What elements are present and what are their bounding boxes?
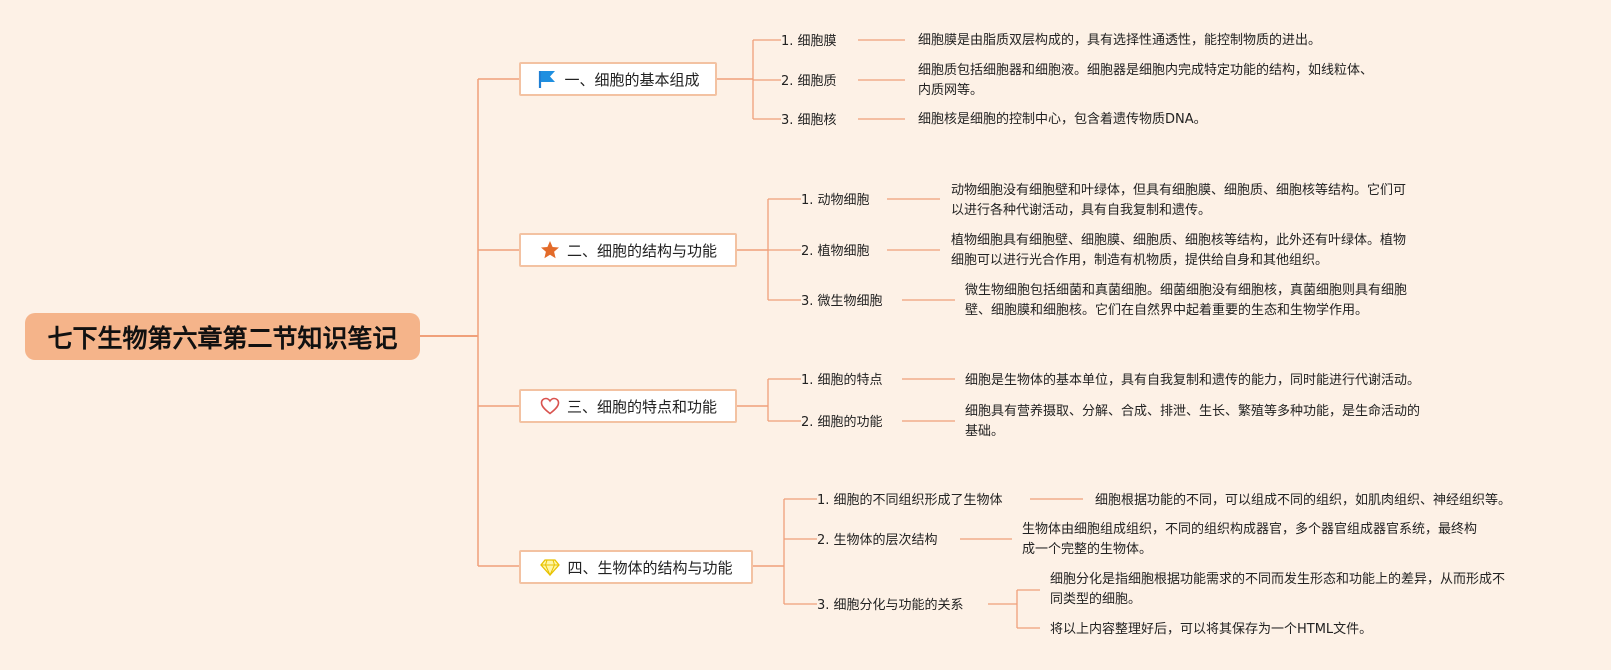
- sub-node-cytoplasm[interactable]: 2. 细胞质: [781, 74, 837, 89]
- desc-microbe-cell: 微生物细胞包括细菌和真菌细胞。细菌细胞没有细胞核，真菌细胞则具有细胞 壁、细胞膜…: [965, 283, 1408, 318]
- desc-save-html-note: 将以上内容整理好后，可以将其保存为一个HTML文件。: [1050, 622, 1373, 637]
- sub-node-plant-cell[interactable]: 2. 植物细胞: [801, 244, 870, 259]
- sub-node-cell-membrane[interactable]: 1. 细胞膜: [781, 34, 837, 49]
- sub-node-animal-cell[interactable]: 1. 动物细胞: [801, 193, 870, 208]
- desc-cell-functions: 细胞具有营养摄取、分解、合成、排泄、生长、繁殖等多种功能，是生命活动的 基础。: [965, 404, 1421, 439]
- desc-cell-membrane: 细胞膜是由脂质双层构成的，具有选择性通透性，能控制物质的进出。: [918, 33, 1322, 48]
- desc-plant-cell: 植物细胞具有细胞壁、细胞膜、细胞质、细胞核等结构，此外还有叶绿体。植物 细胞可以…: [951, 233, 1407, 268]
- sub-node-differentiation[interactable]: 3. 细胞分化与功能的关系: [817, 598, 964, 613]
- branch-node-organism-structure[interactable]: 四、生物体的结构与功能: [519, 550, 753, 584]
- desc-tissues-form-organism: 细胞根据功能的不同，可以组成不同的组织，如肌肉组织、神经组织等。: [1095, 493, 1512, 508]
- sub-node-organism-levels[interactable]: 2. 生物体的层次结构: [817, 533, 938, 548]
- branch-title: 一、细胞的基本组成: [564, 70, 700, 89]
- diamond-icon: [539, 556, 561, 578]
- sub-node-cell-features[interactable]: 1. 细胞的特点: [801, 373, 883, 388]
- heart-icon: [539, 395, 561, 417]
- root-title: 七下生物第六章第二节知识笔记: [47, 323, 398, 353]
- desc-animal-cell: 动物细胞没有细胞壁和叶绿体，但具有细胞膜、细胞质、细胞核等结构。它们可 以进行各…: [951, 183, 1407, 218]
- desc-differentiation: 细胞分化是指细胞根据功能需求的不同而发生形态和功能上的差异，从而形成不 同类型的…: [1050, 572, 1506, 607]
- root-node[interactable]: 七下生物第六章第二节知识笔记: [25, 313, 420, 360]
- branch-title: 四、生物体的结构与功能: [567, 558, 733, 577]
- desc-cytoplasm: 细胞质包括细胞器和细胞液。细胞器是细胞内完成特定功能的结构，如线粒体、 内质网等…: [918, 63, 1374, 98]
- sub-node-cell-functions[interactable]: 2. 细胞的功能: [801, 415, 883, 430]
- star-icon: [539, 239, 561, 261]
- flag-icon: [536, 68, 558, 90]
- branch-node-structure-function[interactable]: 二、细胞的结构与功能: [519, 233, 737, 267]
- sub-node-microbe-cell[interactable]: 3. 微生物细胞: [801, 294, 883, 309]
- branch-node-basic-composition[interactable]: 一、细胞的基本组成: [519, 62, 717, 96]
- desc-cell-features: 细胞是生物体的基本单位，具有自我复制和遗传的能力，同时能进行代谢活动。: [965, 373, 1421, 388]
- branch-node-features-function[interactable]: 三、细胞的特点和功能: [519, 389, 737, 423]
- desc-nucleus: 细胞核是细胞的控制中心，包含着遗传物质DNA。: [918, 112, 1207, 127]
- branch-title: 二、细胞的结构与功能: [566, 241, 717, 260]
- sub-node-nucleus[interactable]: 3. 细胞核: [781, 113, 837, 128]
- sub-node-tissues-form-organism[interactable]: 1. 细胞的不同组织形成了生物体: [817, 493, 1003, 508]
- desc-organism-levels: 生物体由细胞组成组织，不同的组织构成器官，多个器官组成器官系统，最终构 成一个完…: [1022, 522, 1478, 557]
- branch-title: 三、细胞的特点和功能: [566, 397, 717, 416]
